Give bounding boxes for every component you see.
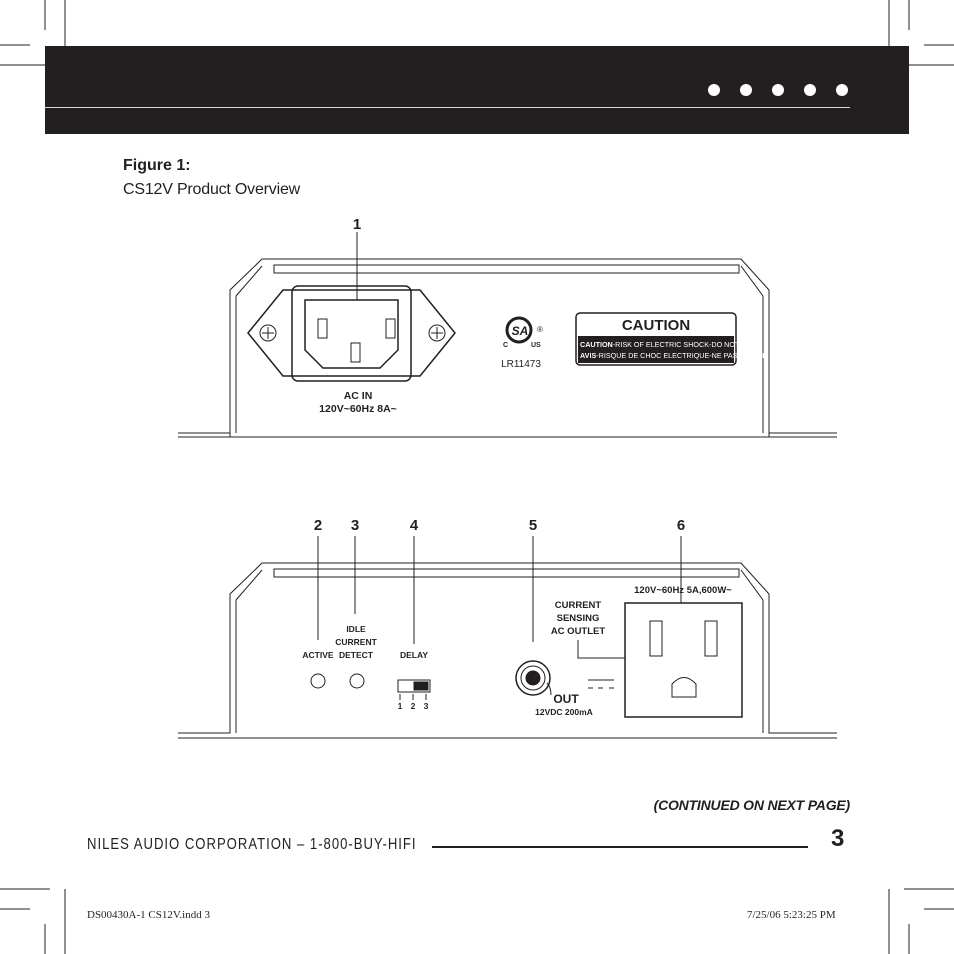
- sensing-label-1: CURRENT: [555, 600, 602, 611]
- svg-text:CAUTION: CAUTION: [622, 317, 690, 334]
- figure-title: Figure 1:: [123, 157, 191, 174]
- delay-position: 1: [398, 701, 403, 711]
- callout-2: 2: [314, 517, 322, 534]
- footer-company: NILES AUDIO CORPORATION – 1-800-BUY-HIFI: [87, 836, 417, 853]
- ac-in-label: AC IN: [344, 390, 373, 402]
- header-dot: [772, 84, 784, 96]
- csa-number: LR11473: [501, 359, 541, 370]
- callout-4: 4: [410, 517, 419, 534]
- active-label: ACTIVE: [302, 650, 334, 660]
- header-rule: [45, 107, 850, 108]
- idle-label-1: IDLE: [346, 624, 366, 634]
- caution-line-en: CAUTION-RISK OF ELECTRIC SHOCK-DO NOT OP…: [580, 340, 762, 349]
- csa-logo: SA ® C US: [503, 316, 543, 349]
- sensing-label-3: AC OUTLET: [551, 626, 606, 637]
- figure-subtitle: CS12V Product Overview: [123, 181, 301, 198]
- out-label: OUT: [553, 692, 579, 706]
- delay-label: DELAY: [400, 650, 428, 660]
- header-dot: [836, 84, 848, 96]
- svg-text:US: US: [531, 342, 541, 349]
- svg-text:®: ®: [537, 325, 543, 334]
- page-number: 3: [831, 825, 845, 852]
- outlet-rating: 120V~60Hz 5A,600W~: [634, 585, 732, 596]
- caution-label: CAUTION: [575, 312, 737, 366]
- delay-position: 2: [411, 701, 416, 711]
- callout-6: 6: [677, 517, 685, 534]
- footer-rule: [432, 846, 808, 848]
- svg-text:C: C: [503, 342, 508, 349]
- sensing-label-2: SENSING: [557, 613, 600, 624]
- delay-position: 3: [424, 701, 429, 711]
- callout-3: 3: [351, 517, 359, 534]
- callout-1: 1: [353, 216, 361, 233]
- out-rating: 12VDC 200mA: [535, 707, 593, 717]
- caution-line-fr: AVIS-RISQUE DE CHOC ELECTRIQUE-NE PAS OU…: [580, 351, 767, 360]
- idle-label-3: DETECT: [339, 650, 374, 660]
- callout-5: 5: [529, 517, 537, 534]
- continued-note: (CONTINUED ON NEXT PAGE): [653, 797, 851, 813]
- slug-file: DS00430A-1 CS12V.indd 3: [87, 909, 210, 921]
- header-band: [45, 46, 909, 134]
- header-dot: [804, 84, 816, 96]
- idle-label-2: CURRENT: [335, 637, 377, 647]
- header-dot: [740, 84, 752, 96]
- slug-timestamp: 7/25/06 5:23:25 PM: [747, 909, 836, 921]
- ac-in-rating: 120V~60Hz 8A~: [319, 403, 397, 415]
- svg-text:SA: SA: [512, 324, 529, 338]
- header-dot: [708, 84, 720, 96]
